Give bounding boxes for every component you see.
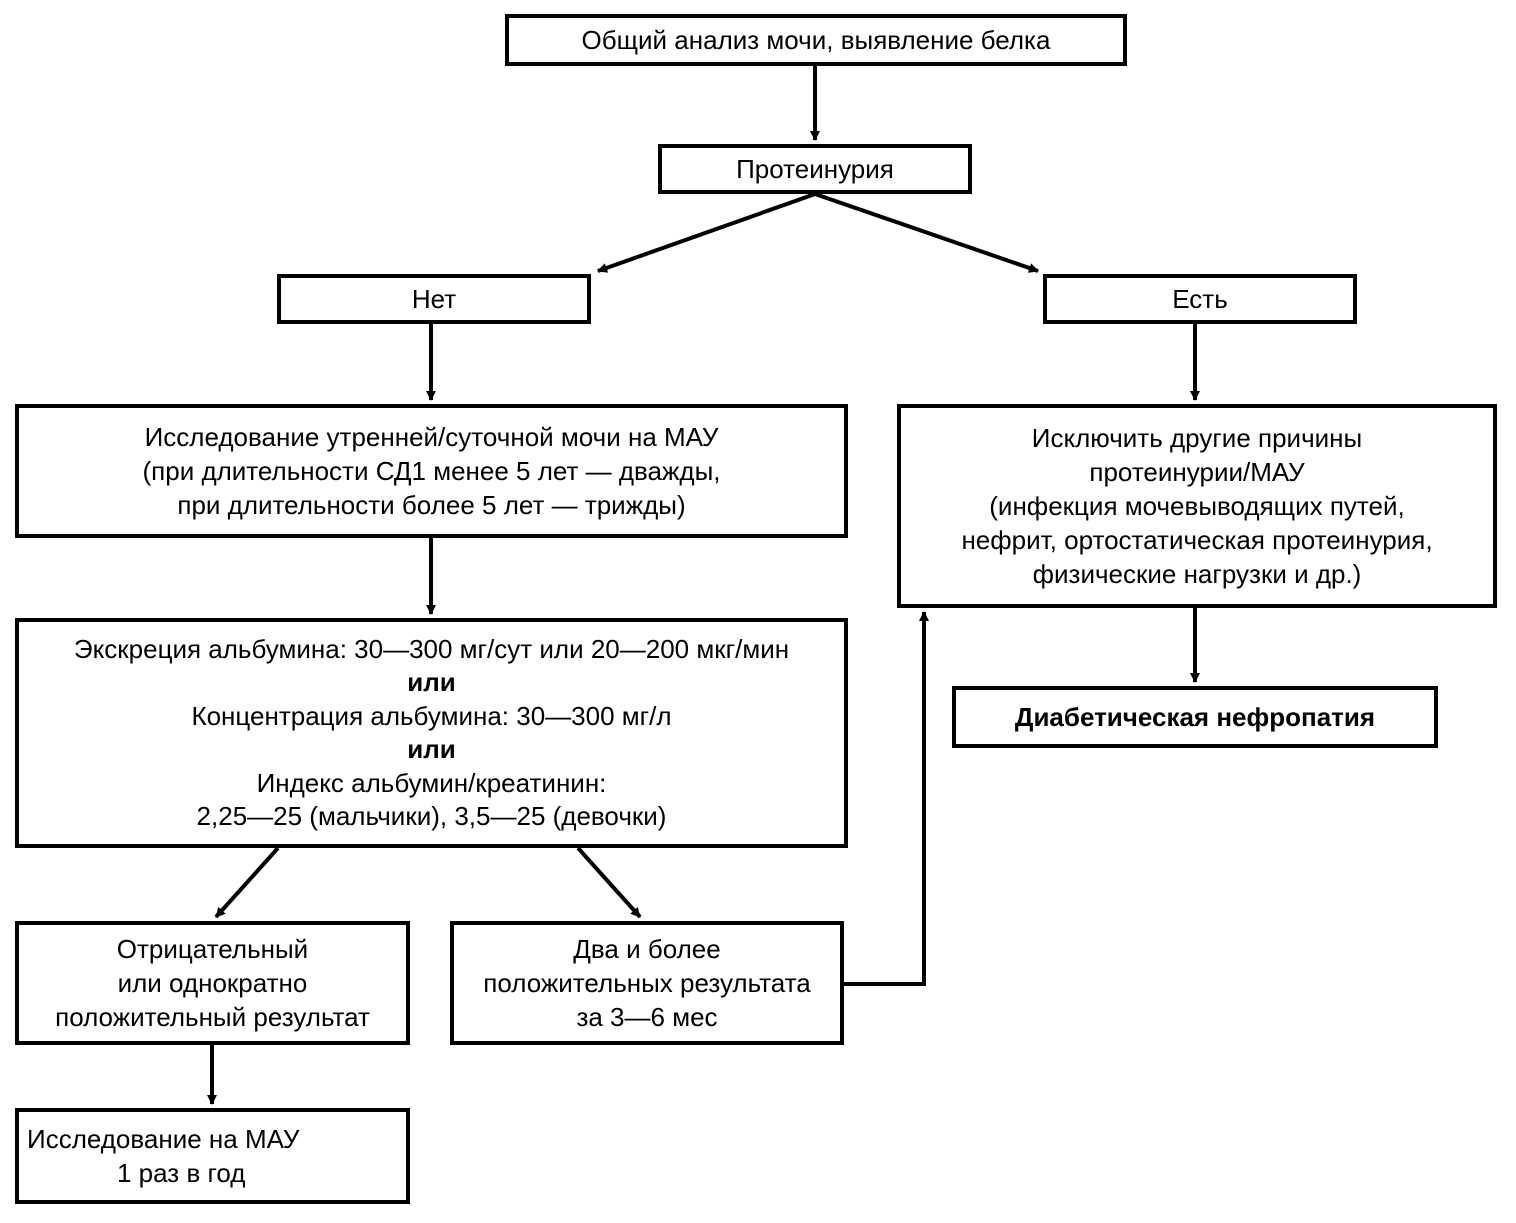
- negative-result-line-3: положительный результат: [55, 1002, 370, 1032]
- exclude-causes-box: Исключить другие причины протеинурии/МАУ…: [897, 404, 1497, 608]
- or-label-2: или: [407, 734, 456, 764]
- arrow-proteinuria-to-no: [597, 192, 816, 273]
- yearly-mau-study-box: Исследование на МАУ 1 раз в год: [15, 1108, 410, 1204]
- albumin-creatinine-values-line: 2,25—25 (мальчики), 3,5—25 (девочки): [196, 801, 667, 831]
- exclude-causes-line-5: физические нагрузки и др.): [1032, 559, 1362, 589]
- general-urinalysis-label: Общий анализ мочи, выявление белка: [581, 25, 1051, 55]
- proteinuria-box: Протеинурия: [658, 144, 972, 194]
- yearly-study-line-2: 1 раз в год: [117, 1158, 246, 1188]
- albumin-excretion-line: Экскреция альбумина: 30—300 мг/сут или 2…: [73, 633, 790, 664]
- mau-study-line-3: при длительности более 5 лет — трижды): [177, 490, 686, 520]
- yes-label: Есть: [1172, 284, 1228, 314]
- no-box: Нет: [277, 274, 591, 324]
- arrow-excretion-to-negative: [214, 846, 280, 919]
- two-or-more-line-2: положительных результата: [483, 968, 811, 998]
- negative-result-box: Отрицательный или однократно положительн…: [15, 921, 410, 1045]
- albumin-concentration-line: Концентрация альбумина: 30—300 мг/л: [191, 700, 672, 731]
- albumin-creatinine-index-line: Индекс альбумин/креатинин:: [256, 767, 607, 798]
- diabetic-nephropathy-label: Диабетическая нефропатия: [1014, 702, 1376, 732]
- or-label-1: или: [407, 667, 456, 697]
- negative-result-line-2: или однократно: [117, 968, 308, 998]
- no-label: Нет: [411, 284, 457, 314]
- exclude-causes-line-4: нефрит, ортостатическая протеинурия,: [961, 525, 1433, 555]
- exclude-causes-line-3: (инфекция мочевыводящих путей,: [989, 491, 1405, 521]
- two-or-more-positive-box: Два и более положительных результата за …: [450, 921, 844, 1045]
- arrow-excretion-to-two-or-more: [576, 846, 642, 919]
- two-or-more-line-1: Два и более: [573, 934, 721, 964]
- proteinuria-label: Протеинурия: [736, 154, 894, 184]
- exclude-causes-line-2: протеинурии/МАУ: [1089, 457, 1305, 487]
- arrow-proteinuria-to-yes: [814, 192, 1039, 273]
- mau-study-line-2: (при длительности СД1 менее 5 лет — дваж…: [142, 456, 721, 486]
- yearly-study-line-1: Исследование на МАУ: [27, 1124, 300, 1154]
- yes-box: Есть: [1043, 274, 1357, 324]
- two-or-more-line-3: за 3—6 мес: [576, 1002, 718, 1032]
- arrow-two-or-more-to-exclude: [844, 611, 929, 986]
- exclude-causes-line-1: Исключить другие причины: [1031, 423, 1363, 453]
- mau-study-line-1: Исследование утренней/суточной мочи на М…: [144, 422, 719, 452]
- general-urinalysis-box: Общий анализ мочи, выявление белка: [505, 14, 1127, 66]
- albumin-criteria-box: Экскреция альбумина: 30—300 мг/сут или 2…: [15, 618, 848, 848]
- negative-result-line-1: Отрицательный: [116, 934, 309, 964]
- diabetic-nephropathy-box: Диабетическая нефропатия: [952, 686, 1438, 748]
- mau-study-box: Исследование утренней/суточной мочи на М…: [15, 404, 848, 538]
